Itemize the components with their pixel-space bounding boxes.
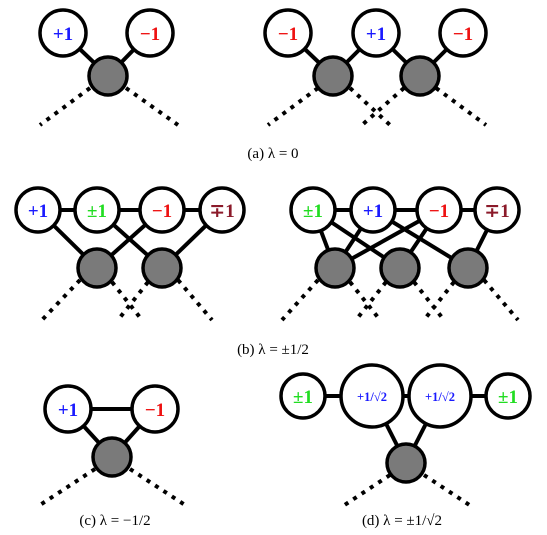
node-label: ±1 bbox=[498, 387, 518, 408]
diagram-b-left: +1 ±1 −1 ∓1 bbox=[14, 186, 246, 322]
caption-d: (d) λ = ±1/√2 bbox=[362, 513, 442, 529]
node bbox=[38, 8, 88, 58]
node bbox=[349, 186, 397, 234]
node bbox=[198, 186, 246, 234]
gray-node bbox=[314, 247, 356, 289]
node bbox=[484, 372, 532, 420]
node bbox=[279, 372, 327, 420]
node bbox=[351, 8, 401, 58]
gray-node bbox=[399, 55, 441, 97]
caption-b: (b) λ = ±1/2 bbox=[237, 342, 309, 358]
gray-node bbox=[91, 436, 133, 478]
node bbox=[138, 186, 186, 234]
node bbox=[125, 8, 175, 58]
node-label: −1 bbox=[145, 400, 165, 421]
node bbox=[438, 8, 488, 58]
diagram-a-right: −1 +1 −1 bbox=[263, 8, 488, 127]
node-label: −1 bbox=[429, 201, 449, 222]
node-label: +1 bbox=[53, 24, 73, 45]
gray-node bbox=[379, 247, 421, 289]
node-label: +1 bbox=[58, 400, 78, 421]
node-label: +1/√2 bbox=[425, 390, 455, 404]
node-label: +1/√2 bbox=[357, 390, 387, 404]
node-label: ∓1 bbox=[484, 201, 509, 222]
node-label: ±1 bbox=[87, 201, 107, 222]
gray-node bbox=[385, 442, 427, 484]
node bbox=[263, 8, 313, 58]
gray-node bbox=[312, 55, 354, 97]
gray-node bbox=[141, 247, 183, 289]
caption-a: (a) λ = 0 bbox=[247, 146, 298, 162]
node-label: ±1 bbox=[303, 201, 323, 222]
caption-c: (c) λ = −1/2 bbox=[79, 513, 150, 529]
diagram-b-right: ±1 +1 −1 ∓1 bbox=[280, 186, 521, 322]
node-label: ±1 bbox=[293, 387, 313, 408]
node-label: +1 bbox=[363, 201, 383, 222]
diagram-d: ±1 +1/√2 +1/√2 ±1 bbox=[279, 363, 532, 510]
node bbox=[73, 186, 121, 234]
gray-node bbox=[76, 247, 118, 289]
node bbox=[473, 186, 521, 234]
node-label: −1 bbox=[453, 24, 473, 45]
node bbox=[43, 384, 93, 434]
diagram-a-left: +1 −1 bbox=[38, 8, 180, 127]
node bbox=[339, 363, 405, 429]
node bbox=[14, 186, 62, 234]
node bbox=[415, 186, 463, 234]
node bbox=[407, 363, 473, 429]
diagram-c: +1 −1 bbox=[38, 384, 187, 507]
node-label: −1 bbox=[278, 24, 298, 45]
gray-node bbox=[447, 247, 489, 289]
node-label: −1 bbox=[140, 24, 160, 45]
node bbox=[130, 384, 180, 434]
node bbox=[289, 186, 337, 234]
node-label: −1 bbox=[152, 201, 172, 222]
node-label: ∓1 bbox=[209, 201, 234, 222]
node-label: +1 bbox=[366, 24, 386, 45]
gray-node bbox=[87, 55, 129, 97]
node-label: +1 bbox=[28, 201, 48, 222]
